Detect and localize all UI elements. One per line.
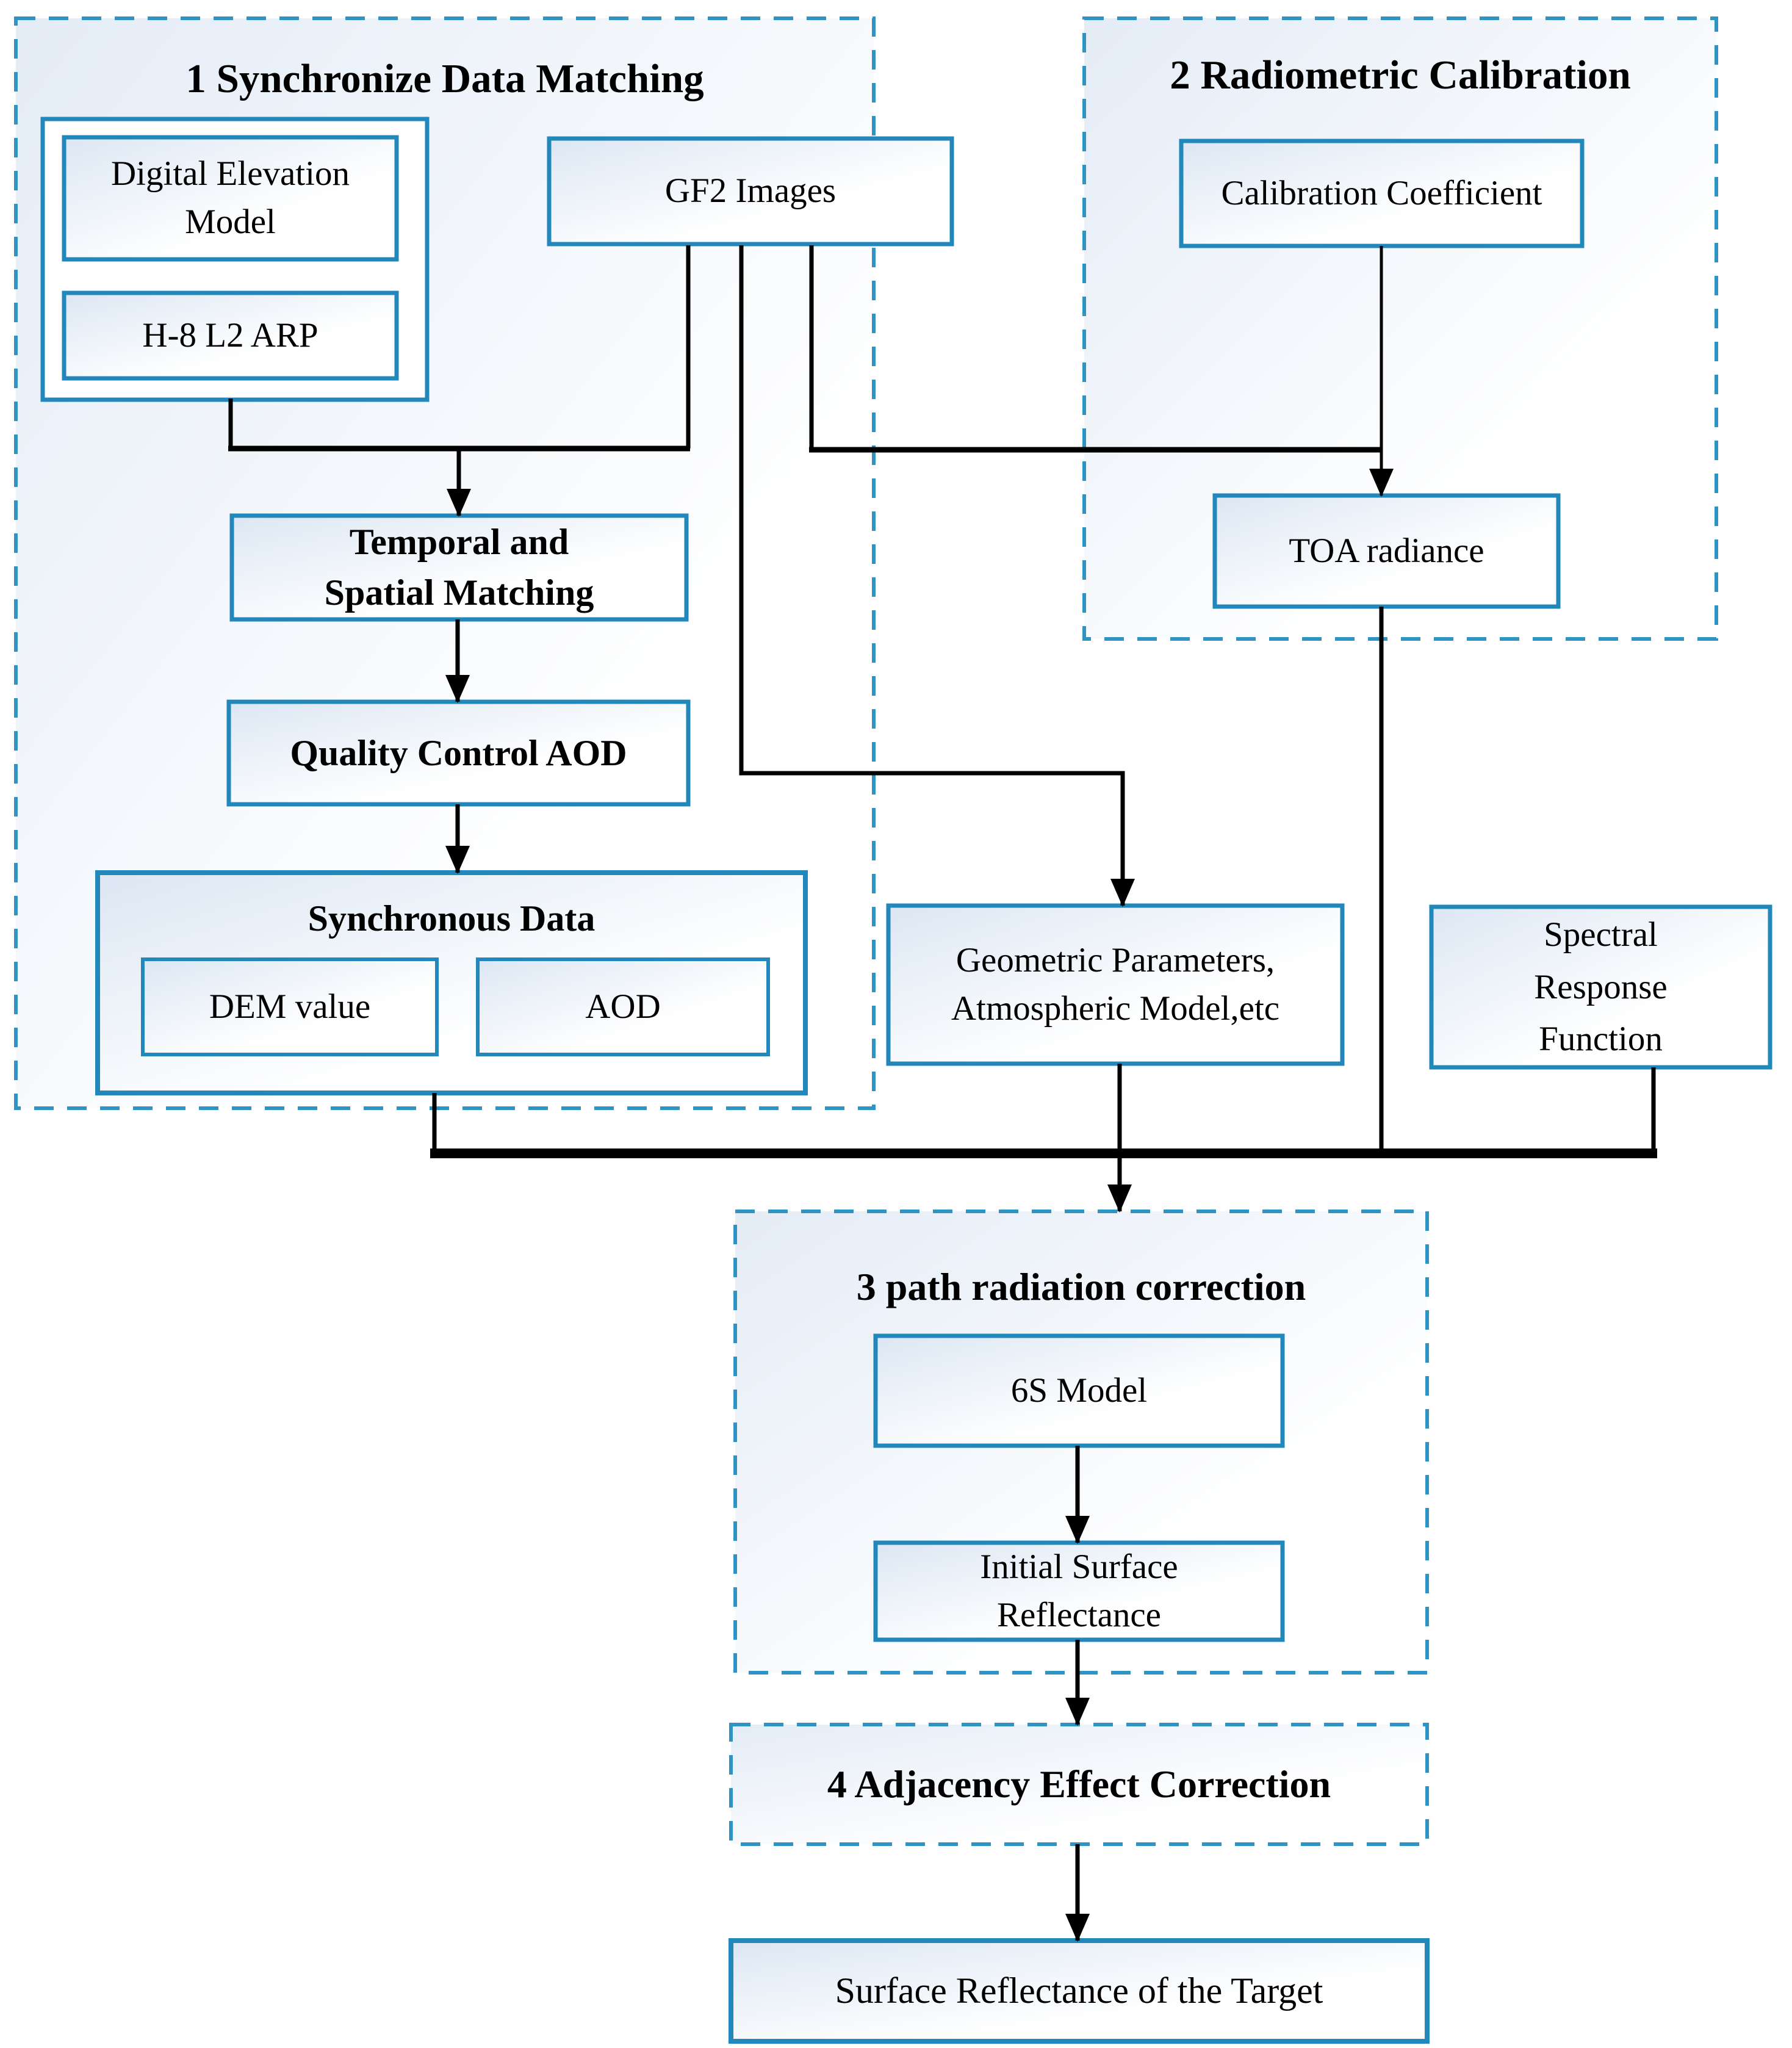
node-box-h8-l2-arp xyxy=(62,290,399,381)
node-box-spectral-response-function xyxy=(1429,904,1772,1070)
node-label-gf2-images: GF2 Images xyxy=(664,171,837,211)
group-box-adjacency-effect-correction xyxy=(729,1723,1429,1846)
node-label-digital-elevation-model: Digital Elevation Model xyxy=(111,154,350,241)
node-box-geometric-parameters xyxy=(886,903,1345,1066)
node-box-initial-surface-reflectance xyxy=(873,1540,1285,1642)
node-label-surface-reflectance-target: Surface Reflectance of the Target xyxy=(835,1970,1323,2011)
node-label-spectral-response-function: Spectral Response Function xyxy=(1534,915,1668,1059)
node-label-calibration-coefficient: Calibration Coefficient xyxy=(1221,173,1542,212)
node-box-calibration-coefficient xyxy=(1179,139,1585,248)
node-label-6s-model: 6S Model xyxy=(1010,1371,1148,1410)
node-label-initial-surface-reflectance: Initial Surface Reflectance xyxy=(980,1547,1178,1634)
group-title-radiometric-calibration: 2 Radiometric Calibration xyxy=(1170,52,1631,98)
group-title-adjacency-effect-correction: 4 Adjacency Effect Correction xyxy=(827,1762,1331,1806)
node-box-dem-value xyxy=(141,957,439,1056)
node-box-gf2-images xyxy=(547,136,954,247)
node-label-toa-radiance: TOA radiance xyxy=(1289,531,1484,570)
node-label-aod: AOD xyxy=(585,987,661,1026)
group-title-path-radiation-correction: 3 path radiation correction xyxy=(856,1265,1306,1309)
group-title-synchronize-data-matching: 1 Synchronize Data Matching xyxy=(185,56,704,102)
node-label-h8-l2-arp: H-8 L2 ARP xyxy=(142,315,318,355)
node-label-quality-control-aod: Quality Control AOD xyxy=(290,732,627,773)
node-label-synchronous-data: Synchronous Data xyxy=(308,898,596,939)
node-label-temporal-spatial-matching: Temporal and Spatial Matching xyxy=(324,522,594,613)
node-box-digital-elevation-model xyxy=(62,135,399,262)
arrow-gf2-to-geometric-parameters xyxy=(739,245,1135,907)
node-label-geometric-parameters: Geometric Parameters, Atmospheric Model,… xyxy=(951,940,1280,1028)
node-label-dem-value: DEM value xyxy=(209,987,371,1026)
node-box-6s-model xyxy=(873,1333,1285,1448)
node-box-aod xyxy=(476,957,770,1056)
